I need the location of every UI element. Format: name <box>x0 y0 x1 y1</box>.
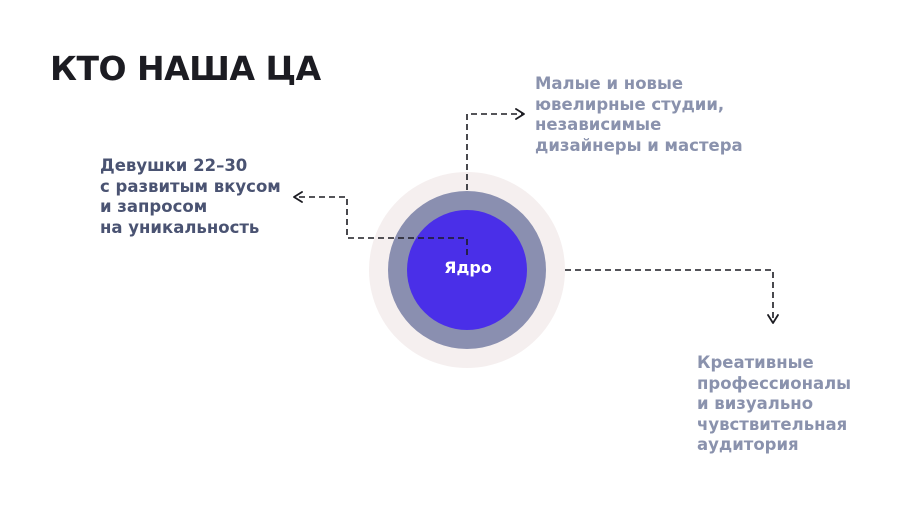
connector-to-left <box>293 191 468 255</box>
slide-title: КТО НАША ЦА <box>50 49 321 88</box>
segment-label-bottom: Креативные профессионалы и визуально чув… <box>697 353 852 454</box>
core-circle <box>407 210 527 330</box>
segment-label-top: Малые и новые ювелирные студии, независи… <box>535 74 743 155</box>
connector-to-top <box>466 108 525 190</box>
segment-label-left: Девушки 22–30 с развитым вкусом и запрос… <box>100 156 281 237</box>
connector-to-bottom <box>565 269 779 324</box>
core-label: Ядро <box>444 258 492 277</box>
